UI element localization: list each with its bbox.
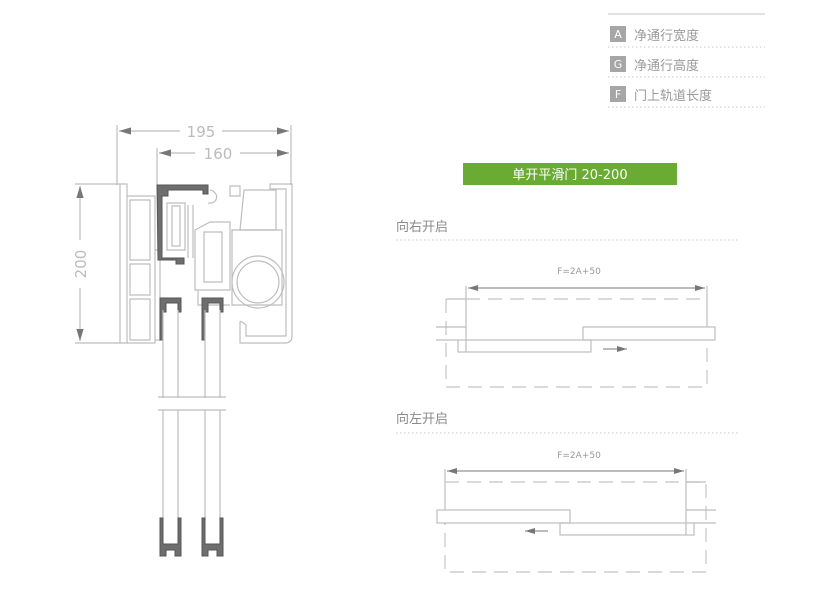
legend: A 净通行宽度 G 净通行高度 F 门上轨道长度 [608,13,765,108]
dim-height: 200 [72,250,90,279]
door-panel [457,339,592,353]
dim-track-width: 160 [204,145,233,163]
legend-item-g: G 净通行高度 [608,56,765,78]
legend-key: F [615,88,621,101]
door-leaf-profile [158,297,226,557]
cross-section-drawing: 195 160 200 [72,123,293,557]
dim-total-width: 195 [187,123,216,141]
legend-label: 净通行宽度 [634,28,699,44]
open-left-section: 向左开启 F=2A+50 [396,411,740,573]
door-panel [559,522,695,536]
section-heading: 向右开启 [396,219,448,235]
banner-background [463,163,677,185]
legend-key: G [614,58,623,71]
legend-key-badge [610,26,626,42]
track-length-formula: F=2A+50 [557,451,601,461]
track-length-formula: F=2A+50 [557,267,601,277]
legend-label: 门上轨道长度 [634,88,712,104]
section-heading: 向左开启 [396,411,448,427]
legend-key: A [614,28,622,41]
banner-title: 单开平滑门 20-200 [512,168,627,183]
open-right-section: 向右开启 F=2A+50 [396,219,740,388]
legend-key-badge [610,86,626,102]
legend-label: 净通行高度 [634,58,699,74]
door-panel [582,326,716,341]
legend-item-f: F 门上轨道长度 [608,86,765,108]
door-panel [436,509,571,524]
legend-key-badge [610,56,626,72]
legend-item-a: A 净通行宽度 [608,26,765,48]
model-banner: 单开平滑门 20-200 [463,163,677,185]
